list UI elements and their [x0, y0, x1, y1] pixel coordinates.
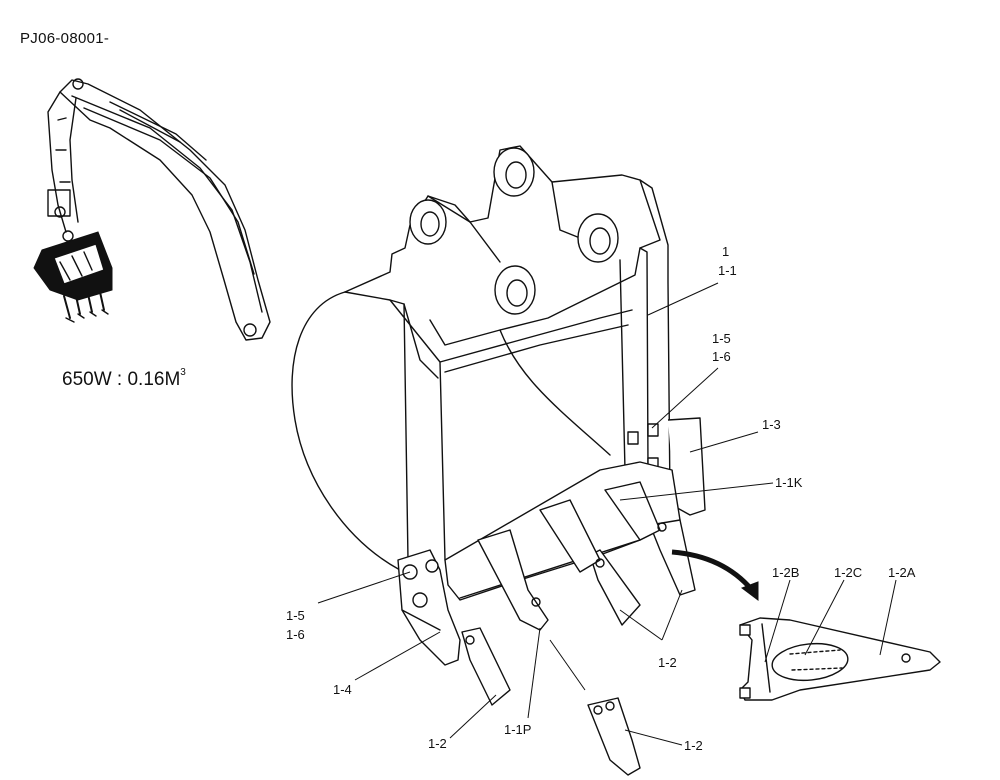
label-tooth-loose: 1-2: [684, 738, 703, 753]
detail-arrow: [671, 549, 754, 592]
label-bolt-upper: 1-5: [712, 331, 731, 346]
tooth-detail-icon: [739, 617, 941, 701]
label-detail-point: 1-2B: [772, 565, 799, 580]
label-cutting-edge: 1-1K: [775, 475, 803, 490]
label-tooth-group: 1-2: [658, 655, 677, 670]
loose-tooth-icon: [549, 639, 641, 776]
document-code: PJ06-08001-: [20, 30, 110, 47]
leader-lines: [317, 282, 897, 746]
label-tooth-left: 1-2: [428, 736, 447, 751]
capacity-text: 650W : 0.16M: [62, 369, 181, 390]
bucket-capacity: 650W : 0.16M3: [62, 367, 186, 391]
label-bolt-lower: 1-5: [286, 608, 305, 623]
bucket-icon: [291, 145, 706, 706]
label-adapter-pin: 1-1P: [504, 722, 531, 737]
label-bucket: 1-1: [718, 263, 737, 278]
label-side-cutter-left: 1-4: [333, 682, 352, 697]
label-nut-upper: 1-6: [712, 349, 731, 364]
callout-labels: 1 1-1 1-5 1-6 1-3 1-1K 1-2B 1-2C 1-2A 1-…: [286, 244, 916, 753]
excavator-arm-icon: [33, 78, 271, 341]
label-side-cutter-right: 1-3: [762, 417, 781, 432]
label-detail-pin: 1-2C: [834, 565, 862, 580]
label-detail-adapter: 1-2A: [888, 565, 916, 580]
label-bucket-assy: 1: [722, 244, 729, 259]
label-nut-lower: 1-6: [286, 627, 305, 642]
detail-arrowhead: [740, 581, 759, 601]
capacity-exponent: 3: [180, 367, 186, 378]
